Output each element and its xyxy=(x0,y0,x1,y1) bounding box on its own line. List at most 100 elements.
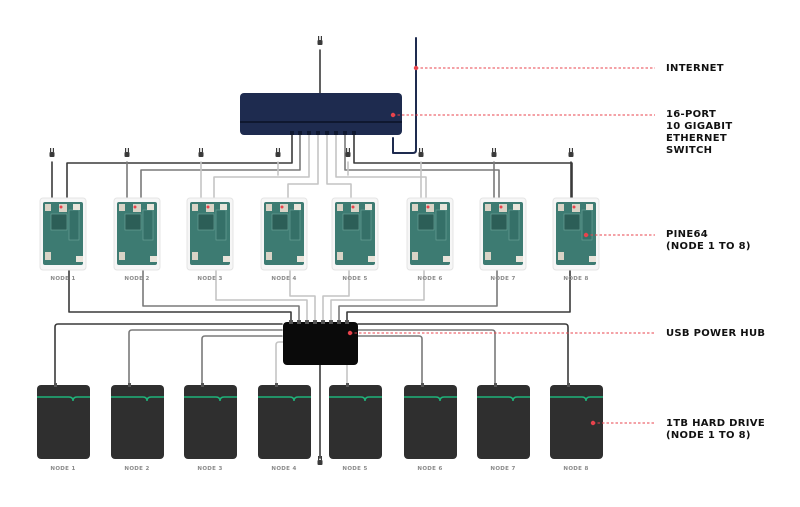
hub-port xyxy=(329,320,333,324)
label-hard-drive-line-1: 1TB HARD DRIVE xyxy=(666,418,765,429)
switch-power-plug xyxy=(317,36,323,45)
usb-cable-node-2 xyxy=(142,269,300,323)
board-power-plug-1 xyxy=(49,148,55,157)
usb-cable-node-1 xyxy=(68,269,292,323)
hard-drive-node-8: NODE 8 xyxy=(550,383,603,472)
callout-hard-drive xyxy=(590,420,655,426)
board-caption-node-2: NODE 2 xyxy=(124,276,149,282)
board-caption-node-4: NODE 4 xyxy=(271,276,296,282)
board-power-plug-2 xyxy=(124,148,130,157)
board-power-plug-7 xyxy=(491,148,497,157)
usb-cable-node-4 xyxy=(289,269,316,323)
hub-power-plug xyxy=(317,456,323,465)
ethernet-cable-node-8 xyxy=(353,133,573,206)
board-caption-node-8: NODE 8 xyxy=(563,276,588,282)
switch-port xyxy=(352,131,356,135)
board-caption-node-3: NODE 3 xyxy=(197,276,222,282)
drive-caption-node-4: NODE 4 xyxy=(271,466,296,472)
usb-cable-node-7 xyxy=(338,269,498,323)
drive-caption-node-2: NODE 2 xyxy=(124,466,149,472)
drive-cable-node-1 xyxy=(54,323,283,386)
switch-port xyxy=(298,131,302,135)
label-usb-hub: USB POWER HUB xyxy=(666,328,766,339)
drive-caption-node-7: NODE 7 xyxy=(490,466,515,472)
ethernet-cable-node-6 xyxy=(335,133,427,206)
pine64-board-node-4: NODE 4 xyxy=(260,197,308,282)
drive-cable-node-7 xyxy=(357,329,496,386)
ethernet-cable-node-2 xyxy=(140,133,301,206)
drive-cable-node-4 xyxy=(275,341,287,386)
usb-cable-node-3 xyxy=(215,269,308,323)
hard-drive-node-6: NODE 6 xyxy=(404,383,457,472)
board-power-plug-4 xyxy=(275,148,281,157)
hard-drive-node-5: NODE 5 xyxy=(329,383,382,472)
ethernet-switch xyxy=(240,93,402,135)
hard-drive-node-2: NODE 2 xyxy=(111,383,164,472)
label-switch: 16-PORT 10 GIGABIT ETHERNET SWITCH xyxy=(666,109,732,157)
pine64-board-node-8: NODE 8 xyxy=(552,197,600,282)
board-caption-node-1: NODE 1 xyxy=(50,276,75,282)
pine64-board-node-2: NODE 2 xyxy=(113,197,161,282)
callout-usb-hub xyxy=(347,330,655,336)
usb-cable-node-8 xyxy=(346,269,571,323)
board-caption-node-6: NODE 6 xyxy=(417,276,442,282)
board-power-plug-6 xyxy=(418,148,424,157)
label-pine64-line-2: (NODE 1 TO 8) xyxy=(666,241,751,252)
hard-drive-node-7: NODE 7 xyxy=(477,383,530,472)
ethernet-cable-node-4 xyxy=(287,133,319,206)
drive-cable-node-3 xyxy=(201,335,283,386)
drive-caption-node-5: NODE 5 xyxy=(342,466,367,472)
board-caption-node-5: NODE 5 xyxy=(342,276,367,282)
label-switch-line-1: 16-PORT xyxy=(666,109,717,120)
board-power-plug-3 xyxy=(198,148,204,157)
drive-caption-node-3: NODE 3 xyxy=(197,466,222,472)
label-hard-drive-line-2: (NODE 1 TO 8) xyxy=(666,430,751,441)
hub-port xyxy=(337,320,341,324)
drive-cable-node-6 xyxy=(355,335,423,386)
label-switch-line-2: 10 GIGABIT xyxy=(666,121,733,132)
hard-drive-node-4: NODE 4 xyxy=(258,383,311,472)
label-hard-drive: 1TB HARD DRIVE (NODE 1 TO 8) xyxy=(666,418,765,442)
hub-port xyxy=(313,320,317,324)
callout-pine64 xyxy=(583,232,655,238)
board-power-plug-5 xyxy=(345,148,351,157)
hub-port xyxy=(297,320,301,324)
switch-port xyxy=(316,131,320,135)
pine64-board-node-7: NODE 7 xyxy=(479,197,527,282)
hub-port xyxy=(289,320,293,324)
switch-port xyxy=(325,131,329,135)
label-switch-line-3: ETHERNET xyxy=(666,133,727,144)
hub-port xyxy=(305,320,309,324)
internet-cable xyxy=(392,37,417,154)
pine64-board-node-1: NODE 1 xyxy=(39,197,87,282)
drive-caption-node-6: NODE 6 xyxy=(417,466,442,472)
pine64-board-node-6: NODE 6 xyxy=(406,197,454,282)
board-caption-node-7: NODE 7 xyxy=(490,276,515,282)
switch-port xyxy=(334,131,338,135)
callout-switch xyxy=(390,112,655,118)
label-switch-line-4: SWITCH xyxy=(666,145,713,156)
label-pine64-line-1: PINE64 xyxy=(666,229,708,240)
switch-port xyxy=(343,131,347,135)
hard-drive-node-3: NODE 3 xyxy=(184,383,237,472)
switch-port xyxy=(307,131,311,135)
pine64-board-node-3: NODE 3 xyxy=(186,197,234,282)
usb-cable-node-5 xyxy=(322,269,350,323)
hub-port xyxy=(321,320,325,324)
drive-caption-node-1: NODE 1 xyxy=(50,466,75,472)
ethernet-cable-node-5 xyxy=(326,133,352,206)
callout-internet xyxy=(413,65,655,71)
ethernet-cable-node-3 xyxy=(213,133,310,206)
switch-port xyxy=(290,131,294,135)
drive-caption-node-8: NODE 8 xyxy=(563,466,588,472)
ethernet-cable-node-7 xyxy=(344,133,500,206)
drive-cable-node-8 xyxy=(357,323,569,386)
ethernet-cable-node-1 xyxy=(66,133,293,206)
hub-port xyxy=(345,320,349,324)
usb-cable-node-6 xyxy=(330,269,425,323)
hard-drive-node-1: NODE 1 xyxy=(37,383,90,472)
pine64-board-node-5: NODE 5 xyxy=(331,197,379,282)
board-power-plug-8 xyxy=(568,148,574,157)
